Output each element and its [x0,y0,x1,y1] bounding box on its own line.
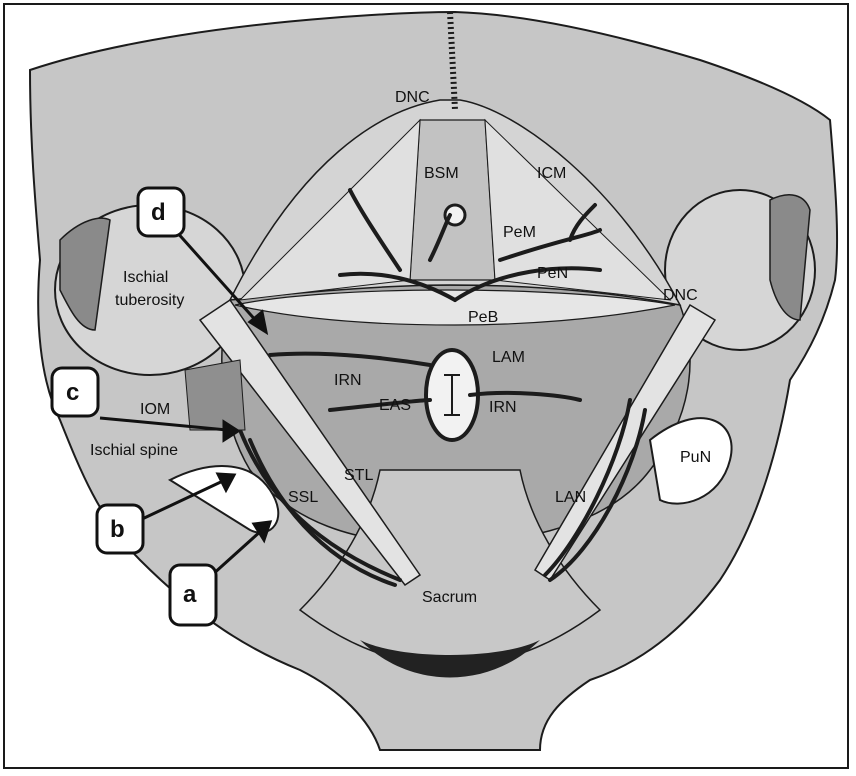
label-pen: PeN [537,265,568,282]
svg-text:b: b [110,516,125,543]
label-lan: LAN [555,489,586,506]
label-eas: EAS [379,397,411,414]
label-peb: PeB [468,309,498,326]
label-icm: ICM [537,165,566,182]
label-iom: IOM [140,401,170,418]
iom-region [185,360,245,430]
label-dnc-top: DNC [395,89,430,106]
callout-a: a [170,565,216,625]
label-bsm: BSM [424,165,459,182]
bsm-column [410,120,495,280]
label-ischial-tuberosity-2: tuberosity [115,292,184,309]
svg-text:d: d [151,199,166,226]
label-ischial-spine: Ischial spine [90,442,178,459]
label-irn-right: IRN [489,399,517,416]
callout-b: b [97,505,143,553]
label-irn-left: IRN [334,372,362,389]
callout-d: d [138,188,184,236]
label-ischial-tuberosity-1: Ischial [123,269,168,286]
label-lam: LAM [492,349,525,366]
label-pun: PuN [680,449,711,466]
label-dnc-right: DNC [663,287,698,304]
label-ssl: SSL [288,489,318,506]
svg-text:c: c [66,379,79,406]
label-sacrum: Sacrum [422,589,477,606]
callout-c: c [52,368,98,416]
svg-text:a: a [183,581,197,608]
label-pem: PeM [503,224,536,241]
label-stl: STL [344,467,373,484]
